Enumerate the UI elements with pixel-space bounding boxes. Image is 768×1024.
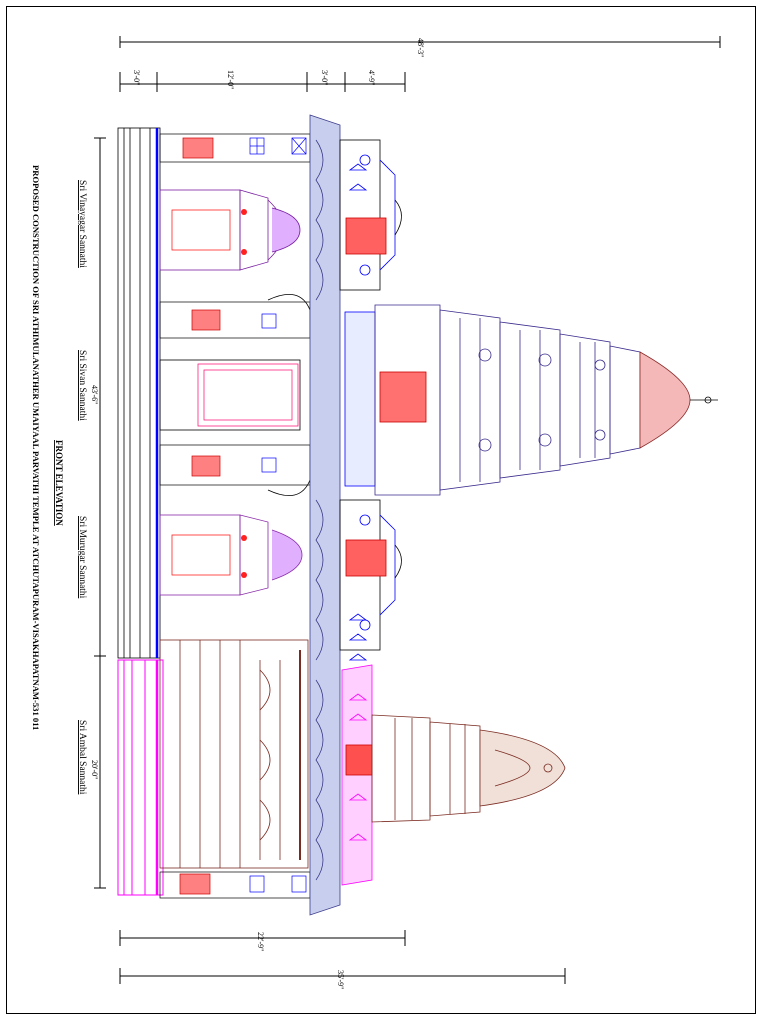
pillar-row-bottom — [159, 871, 311, 899]
roof-cornice — [309, 114, 341, 916]
dim-overall-top: 48'-3" — [416, 38, 425, 57]
dim-bottom-1: 22'-9" — [256, 932, 265, 951]
label-sivan: Sri Sivan Sannathi — [77, 350, 87, 421]
ambal-mandapam — [159, 639, 309, 869]
dim-seg-1: 3'-0" — [132, 70, 141, 85]
left-dimension-lines — [94, 137, 106, 889]
top-dimension-lines — [119, 36, 721, 92]
label-vinayagar: Sri Vinayagar Sannathi — [77, 180, 87, 268]
murugar-vimanam — [339, 499, 402, 651]
dim-seg-3: 3'-0" — [320, 70, 329, 85]
murugar-shrine — [159, 514, 303, 596]
dim-bottom-2: 35'-9" — [336, 970, 345, 989]
dim-seg-4: 4'-9" — [367, 70, 376, 85]
main-plinth — [117, 127, 161, 659]
finial-ornaments — [348, 163, 368, 841]
main-gopuram — [344, 304, 718, 496]
dim-seg-2: 12'-0" — [226, 70, 235, 89]
drawing-subtitle: FRONT ELEVATION — [54, 440, 64, 526]
sivan-doorway — [159, 293, 311, 497]
drawing-title: PROPOSED CONSTRUCTION OF SRI ATHIMULANAT… — [31, 165, 41, 730]
label-murugar: Sri Murugar Sannathi — [77, 516, 87, 599]
pillar-row-top — [159, 133, 311, 163]
pillar-row-second — [159, 301, 331, 339]
dim-left-main: 43'-6" — [90, 385, 99, 404]
vinayagar-vimanam — [339, 139, 402, 291]
drawing-border — [6, 6, 756, 1014]
bottom-dimension-lines — [119, 930, 566, 984]
dim-left-ambal: 20'-0" — [90, 760, 99, 779]
pillar-row-third — [159, 444, 331, 486]
ambal-vimanam — [341, 664, 566, 886]
ambal-plinth — [117, 659, 164, 896]
label-ambal: Sri Ambal Sannathi — [77, 720, 87, 795]
vinayagar-shrine — [159, 189, 301, 271]
